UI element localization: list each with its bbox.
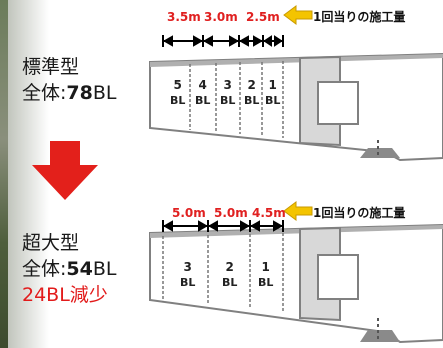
standard-total-value: 78	[66, 82, 93, 104]
standard-total-prefix: 全体:	[22, 82, 67, 104]
large-dim-2: 5.0m	[214, 206, 248, 220]
standard-dim-1: 3.5m	[167, 10, 201, 24]
standard-title: 標準型	[22, 56, 80, 78]
large-reduction: 24BL減少	[22, 284, 108, 306]
standard-total: 全体:78BL	[22, 82, 116, 104]
large-dimension-arrows	[162, 220, 284, 232]
standard-dim-3: 2.5m	[246, 10, 280, 24]
standard-girder	[149, 52, 443, 162]
standard-note: 1回当りの施工量	[313, 10, 406, 24]
large-total-unit: BL	[92, 258, 117, 280]
large-total-value: 54	[66, 258, 93, 280]
reduction-down-arrow	[32, 141, 98, 200]
standard-block-dividers	[189, 61, 284, 138]
large-total-prefix: 全体:	[22, 258, 67, 280]
large-total: 全体:54BL	[22, 258, 116, 280]
large-note: 1回当りの施工量	[313, 206, 406, 220]
mountain-edge	[0, 0, 8, 348]
standard-dim-2: 3.0m	[204, 10, 238, 24]
large-dim-3: 4.5m	[252, 206, 286, 220]
standard-total-unit: BL	[92, 82, 117, 104]
large-block-dividers	[162, 233, 284, 312]
large-dim-1: 5.0m	[172, 206, 206, 220]
standard-note-arrow	[283, 5, 313, 25]
standard-dimension-arrows	[162, 35, 284, 47]
large-note-arrow	[283, 201, 313, 221]
large-title: 超大型	[22, 232, 80, 254]
large-girder	[149, 223, 443, 344]
